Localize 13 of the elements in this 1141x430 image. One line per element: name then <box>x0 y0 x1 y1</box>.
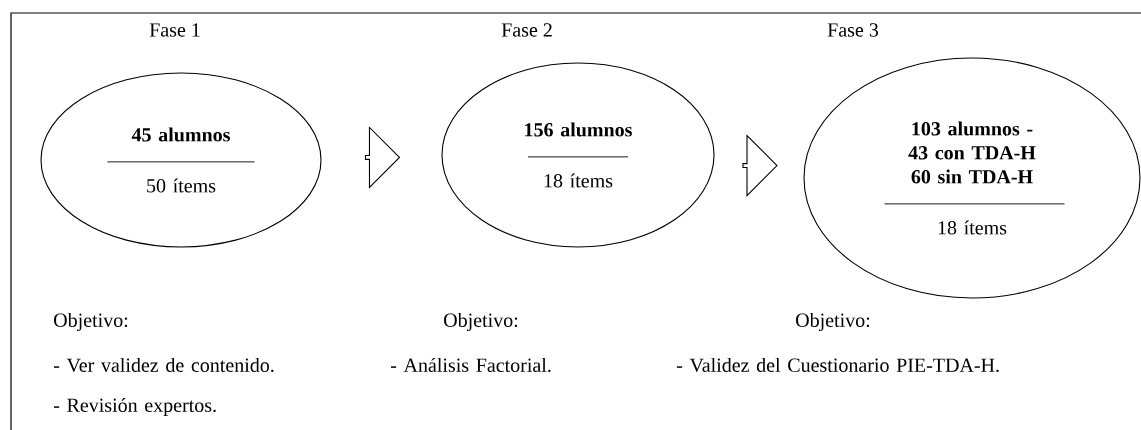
ellipse-text: 156 alumnos 18 ítems <box>525 122 632 188</box>
block-arrow <box>742 134 778 197</box>
phase-heading: Fase 1 <box>149 23 200 37</box>
objective-heading: Objetivo: <box>444 312 518 332</box>
ellipse-text: 103 alumnos - 43 con TDA-H 60 sin TDA-H 18 ítems <box>884 121 1065 235</box>
phase-heading: Fase 3 <box>827 23 879 37</box>
objective-item: - Análisis Factorial. <box>390 357 551 373</box>
objective-item: - Ver validez de contenido. <box>53 357 274 373</box>
objective-item: - Revisión expertos. <box>53 397 216 417</box>
objective-heading: Objetivo: <box>54 312 128 332</box>
phase-heading: Fase 2 <box>501 23 552 37</box>
objective-item: - Validez del Cuestionario PIE-TDA-H. <box>676 357 999 373</box>
ellipse-text: 45 alumnos 50 ítems <box>107 127 255 193</box>
